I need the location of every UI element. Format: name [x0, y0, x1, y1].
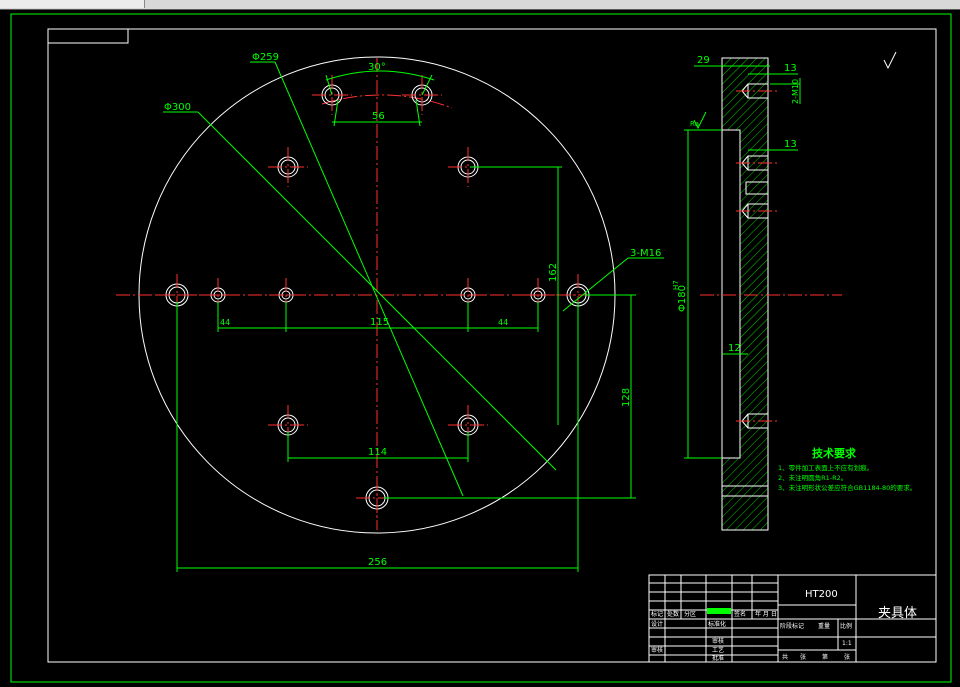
angle-ext-right	[421, 74, 433, 96]
bore-outline	[721, 129, 741, 459]
tech-title: 技术要求	[812, 446, 857, 460]
selected-cell	[707, 608, 731, 614]
tech-item-1: 1、零件加工表面上不应有划痕。	[778, 463, 873, 472]
dim44a-label: 44	[220, 318, 230, 327]
section-hatch-right	[740, 58, 768, 530]
tb-stage: 阶段标记	[780, 622, 804, 630]
part-name: 夹具体	[878, 606, 917, 621]
dim56-ext-l	[333, 99, 339, 127]
tb-weight: 重量	[818, 622, 830, 630]
outer-border	[10, 13, 952, 683]
dim29-label: 29	[697, 55, 710, 66]
tb-design: 设计	[651, 620, 663, 628]
tb-approve: 批准	[712, 654, 724, 662]
window-toolbar	[0, 0, 960, 10]
m16-leader	[562, 257, 629, 312]
m16-label: 3-M16	[630, 248, 661, 259]
roughness-symbol	[693, 111, 707, 130]
angle-ext-left	[325, 74, 333, 96]
angle-arc	[325, 70, 435, 81]
front-view: Φ259 Φ300 30° 56 162 3-M16 44 115 44 114	[116, 52, 664, 572]
tb-page-unit: 张	[844, 653, 850, 661]
tb-review: 审核	[712, 637, 724, 645]
tb-sign: 签名	[734, 610, 746, 618]
section-view: 29 13 2-M10 13 Φ180 H7 12 Ra	[672, 51, 897, 531]
tech-requirements: 技术要求 1、零件加工表面上不应有划痕。 2、未注明圆角R1-R2。 3、未注明…	[778, 446, 916, 492]
tb-zone: 分区	[684, 610, 696, 618]
tb-audit: 审核	[651, 646, 663, 654]
corner-label-box	[47, 28, 129, 44]
inner-border	[47, 28, 937, 663]
tech-item-2: 2、未注明圆角R1-R2。	[778, 473, 847, 482]
material-label: HT200	[805, 589, 838, 600]
phi259-leader	[274, 61, 464, 497]
toolbar-divider	[0, 9, 960, 10]
title-block: HT200 夹具体 标记 处数 分区 签名 年 月 日 设计 标准化 审核 审核…	[648, 574, 937, 663]
phi259-label: Φ259	[252, 52, 279, 63]
dim162-label: 162	[548, 263, 559, 282]
tb-scale-label: 比例	[840, 622, 852, 630]
dim115-label: 115	[370, 317, 389, 328]
tb-total-unit: 张	[800, 653, 806, 661]
cad-drawing-canvas[interactable]: Φ259 Φ300 30° 56 162 3-M16 44 115 44 114	[0, 10, 960, 687]
hole-group	[156, 75, 599, 519]
dim12-label: 12	[728, 343, 741, 354]
dim13a-label: 13	[784, 63, 797, 74]
section-hatch-left	[722, 58, 740, 130]
angle-label: 30°	[368, 62, 386, 73]
tb-standard: 标准化	[708, 620, 726, 628]
tb-total: 共	[782, 653, 788, 661]
bottom-groove	[721, 485, 769, 497]
fit-label: H7	[672, 280, 680, 290]
tb-mark: 标记	[651, 610, 663, 618]
tb-scale: 1:1	[842, 640, 852, 647]
tb-page: 第	[822, 653, 828, 661]
dim13b-label: 13	[784, 139, 797, 150]
dim256-label: 256	[368, 557, 387, 568]
roughness-mark: Ra	[690, 120, 699, 128]
section-hatch-bottom	[722, 458, 740, 530]
phi300-label: Φ300	[164, 102, 191, 113]
m10-label: 2-M10	[791, 79, 800, 104]
dim128-label: 128	[621, 388, 632, 407]
dim114-label: 114	[368, 447, 387, 458]
corner-roughness-symbol	[883, 51, 897, 70]
dim56-ext-r	[415, 99, 421, 127]
tb-date: 年 月 日	[755, 610, 777, 618]
tech-item-3: 3、未注明形状公差应符合GB1184-80的要求。	[778, 483, 916, 492]
tb-process: 工艺	[712, 646, 724, 654]
pcd-arc	[321, 94, 453, 109]
tb-count: 处数	[667, 610, 679, 618]
phi180-label: Φ180	[677, 285, 688, 312]
document-tab[interactable]	[0, 0, 145, 8]
dim44b-label: 44	[498, 318, 508, 327]
phi300-leader	[197, 111, 557, 471]
dim56-label: 56	[372, 111, 385, 122]
